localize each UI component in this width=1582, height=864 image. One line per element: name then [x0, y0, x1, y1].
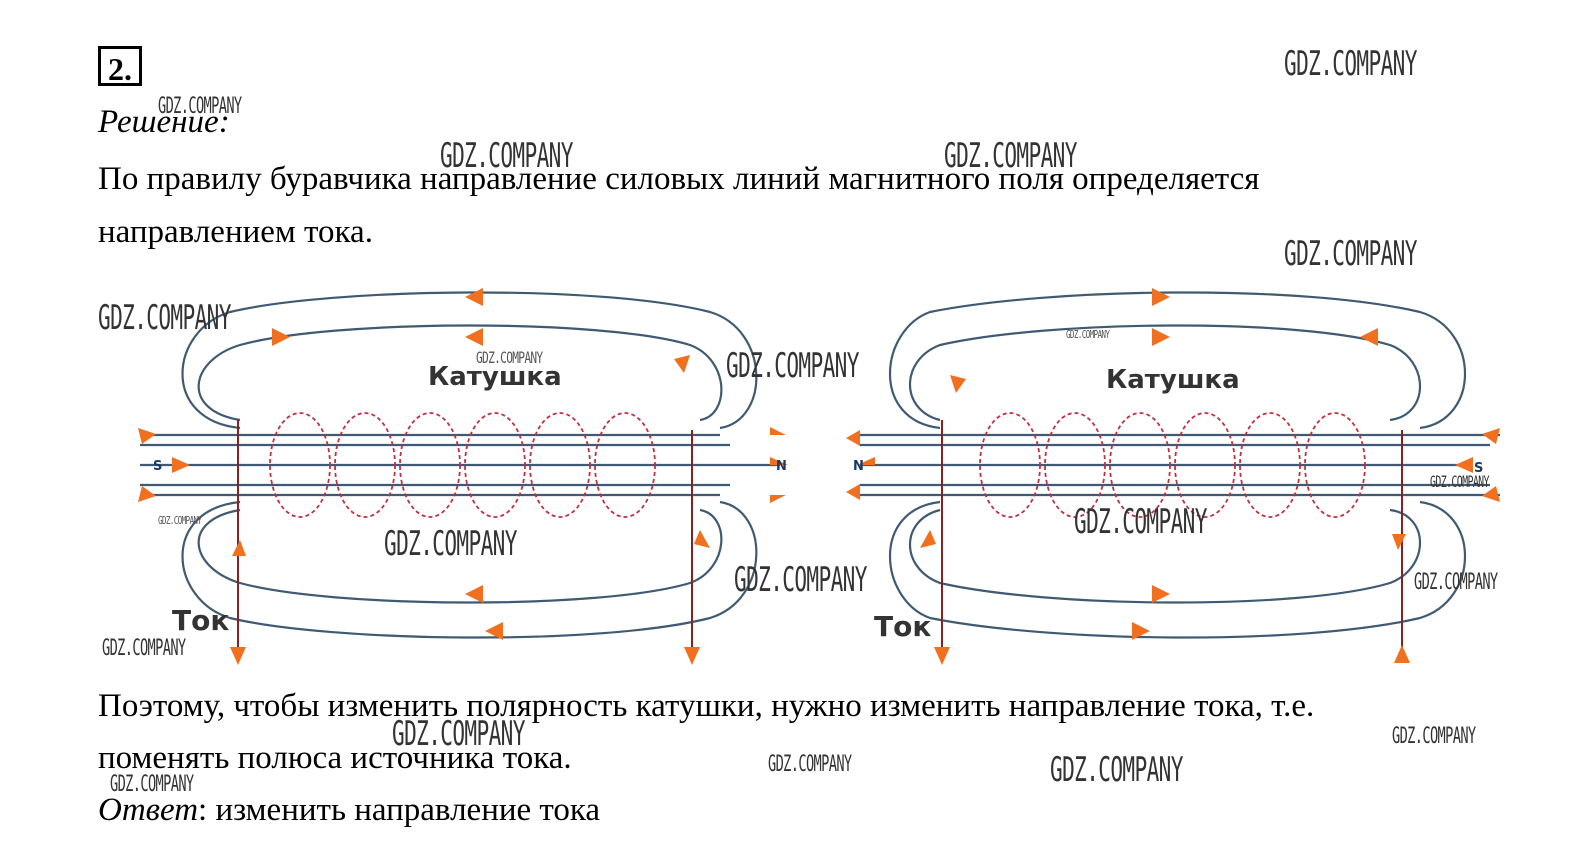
paragraph-2-line-2: поменять полюса источника тока. [98, 740, 572, 776]
watermark: GDZ.COMPANY [944, 136, 1077, 176]
watermark: GDZ.COMPANY [734, 560, 867, 600]
answer-label: Ответ [98, 792, 199, 828]
solution-heading: Решение: [98, 104, 230, 140]
paragraph-2-line-1: Поэтому, чтобы изменить полярность катуш… [98, 688, 1315, 724]
watermark: GDZ.COMPANY [440, 136, 573, 176]
left-pole-n: N [776, 459, 787, 474]
answer-text: : изменить направление тока [198, 792, 601, 828]
task-number: 2. [98, 46, 142, 87]
right-coil-turns [979, 412, 1366, 518]
left-arrows [138, 288, 788, 665]
watermark: GDZ.COMPANY [1050, 750, 1183, 790]
watermark: GDZ.COMPANY [476, 348, 543, 367]
right-coil-figure: Катушка Ток N S [846, 288, 1500, 665]
answer-line: Ответ: изменить направление тока [98, 784, 600, 837]
left-coil-label: Катушка [428, 362, 562, 392]
left-coil-figure: Катушка Ток S N [138, 288, 788, 665]
watermark: GDZ.COMPANY [110, 772, 194, 797]
left-coil-turns [269, 412, 656, 518]
watermark: GDZ.COMPANY [1284, 234, 1417, 274]
watermark: GDZ.COMPANY [1430, 472, 1490, 491]
watermark: GDZ.COMPANY [1074, 502, 1207, 542]
right-arrows [846, 288, 1500, 665]
watermark: GDZ.COMPANY [158, 94, 242, 119]
watermark: GDZ.COMPANY [392, 714, 525, 754]
watermark: GDZ.COMPANY [1414, 570, 1498, 595]
watermark: GDZ.COMPANY [1284, 44, 1417, 84]
watermark: GDZ.COMPANY [158, 514, 202, 527]
watermark: GDZ.COMPANY [384, 524, 517, 564]
left-current-label: Ток [172, 604, 229, 637]
right-coil-label: Катушка [1106, 365, 1240, 395]
watermark: GDZ.COMPANY [726, 346, 859, 386]
watermark: GDZ.COMPANY [768, 752, 852, 777]
watermark: GDZ.COMPANY [98, 298, 231, 338]
right-field-lines [860, 291, 1500, 639]
paragraph-1-line-2: направлением тока. [98, 214, 373, 250]
right-pole-s: S [1474, 461, 1483, 476]
watermark: GDZ.COMPANY [102, 636, 186, 661]
left-pole-s: S [153, 459, 162, 474]
watermark: GDZ.COMPANY [1392, 724, 1476, 749]
watermark: GDZ.COMPANY [1066, 328, 1110, 341]
left-current-wires [237, 420, 693, 650]
right-pole-n: N [853, 459, 864, 474]
paragraph-1-line-1: По правилу буравчика направление силовых… [98, 161, 1260, 197]
right-current-label: Ток [874, 610, 931, 643]
